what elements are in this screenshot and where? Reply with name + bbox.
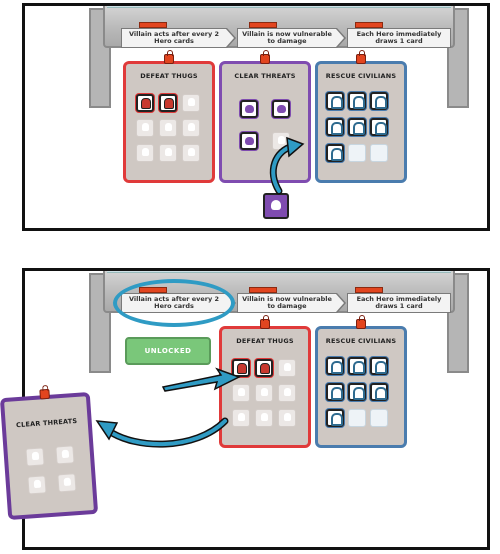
civilian-icon xyxy=(370,118,388,136)
thug-icon xyxy=(159,94,177,112)
civilian-icon xyxy=(348,357,366,375)
civilian-icon xyxy=(326,357,344,375)
empty-slot xyxy=(136,119,154,137)
banner-text: Villain is now vulnerable to damage xyxy=(242,295,332,310)
civilian-icon xyxy=(348,92,366,110)
arrow-icon xyxy=(95,367,241,448)
thug-icon xyxy=(232,359,250,377)
empty-slot xyxy=(57,473,77,493)
banner-text: Each Hero immediately draws 1 card xyxy=(356,295,442,310)
card-clear-threats[interactable]: CLEAR THREATS xyxy=(219,50,311,183)
lock-icon xyxy=(356,315,366,329)
arrow-icon xyxy=(269,136,305,195)
empty-slot xyxy=(27,475,47,495)
board-tab xyxy=(139,22,167,28)
empty-slot xyxy=(159,144,177,162)
empty-slot xyxy=(348,409,366,427)
unlocked-badge: UNLOCKED xyxy=(125,337,211,365)
step-panel-2: Villain acts after every 2 Hero cards Vi… xyxy=(22,268,490,550)
civilian-icon xyxy=(326,383,344,401)
board-tab xyxy=(355,287,383,293)
lock-icon xyxy=(164,50,174,64)
civilian-icon xyxy=(348,118,366,136)
card-title: CLEAR THREATS xyxy=(234,72,296,80)
banner-text: Villain acts after every 2 Hero cards xyxy=(128,30,220,45)
board-tab xyxy=(355,22,383,28)
unlocked-label: UNLOCKED xyxy=(144,347,192,355)
card-rescue-civilians[interactable]: RESCUE CIVILIANS xyxy=(315,50,407,183)
banner-text: Villain is now vulnerable to damage xyxy=(242,30,332,45)
civilian-icon xyxy=(326,118,344,136)
threat-icon xyxy=(240,132,258,150)
card-title: RESCUE CIVILIANS xyxy=(325,72,397,80)
card-defeat-thugs[interactable]: DEFEAT THUGS xyxy=(123,50,215,183)
thug-icon xyxy=(136,94,154,112)
card-rescue-civilians[interactable]: RESCUE CIVILIANS xyxy=(315,315,407,448)
empty-slot xyxy=(182,144,200,162)
empty-slot xyxy=(136,144,154,162)
threat-icon xyxy=(240,100,258,118)
chevron-right-icon xyxy=(336,293,346,313)
empty-slot xyxy=(182,94,200,112)
lock-icon xyxy=(39,388,51,400)
board-rail xyxy=(107,271,451,273)
card-title: DEFEAT THUGS xyxy=(140,72,198,80)
board-tab xyxy=(249,22,277,28)
banner-text: Each Hero immediately draws 1 card xyxy=(356,30,442,45)
card-defeat-thugs[interactable]: DEFEAT THUGS xyxy=(219,315,311,448)
empty-slot xyxy=(348,144,366,162)
empty-slot xyxy=(232,409,250,427)
civilian-icon xyxy=(370,92,388,110)
civilian-icon xyxy=(326,144,344,162)
banner-step-2: Villain is now vulnerable to damage xyxy=(237,28,337,48)
empty-slot xyxy=(255,384,273,402)
banner-step-3: Each Hero immediately draws 1 card xyxy=(347,293,451,313)
banner-step-1: Villain acts after every 2 Hero cards xyxy=(121,28,227,48)
empty-slot xyxy=(278,409,296,427)
lock-icon xyxy=(260,50,270,64)
mission-board: Villain acts after every 2 Hero cards Vi… xyxy=(89,6,469,190)
lock-icon xyxy=(356,50,366,64)
empty-slot xyxy=(255,409,273,427)
thug-icon xyxy=(255,359,273,377)
step-panel-1: Villain acts after every 2 Hero cards Vi… xyxy=(22,3,490,231)
card-title: CLEAR THREATS xyxy=(15,416,78,430)
card-clear-threats-removed[interactable]: CLEAR THREATS xyxy=(0,388,99,520)
empty-slot xyxy=(278,359,296,377)
empty-slot xyxy=(182,119,200,137)
civilian-icon xyxy=(326,409,344,427)
empty-slot xyxy=(159,119,177,137)
empty-slot xyxy=(25,447,45,467)
civilian-icon xyxy=(326,92,344,110)
empty-slot xyxy=(370,409,388,427)
civilian-icon xyxy=(370,357,388,375)
empty-slot xyxy=(370,144,388,162)
threat-token[interactable] xyxy=(263,193,289,219)
board-tab xyxy=(249,287,277,293)
chevron-right-icon xyxy=(226,28,236,48)
banner-step-2: Villain is now vulnerable to damage xyxy=(237,293,337,313)
card-title: RESCUE CIVILIANS xyxy=(325,337,397,345)
banner-step-3: Each Hero immediately draws 1 card xyxy=(347,28,451,48)
civilian-icon xyxy=(370,383,388,401)
empty-slot xyxy=(232,384,250,402)
threat-icon xyxy=(272,100,290,118)
card-title: DEFEAT THUGS xyxy=(236,337,294,345)
board-rail xyxy=(107,6,451,8)
lock-icon xyxy=(260,315,270,329)
chevron-right-icon xyxy=(336,28,346,48)
civilian-icon xyxy=(348,383,366,401)
empty-slot xyxy=(278,384,296,402)
empty-slot xyxy=(55,445,75,465)
highlight-callout xyxy=(113,279,235,327)
